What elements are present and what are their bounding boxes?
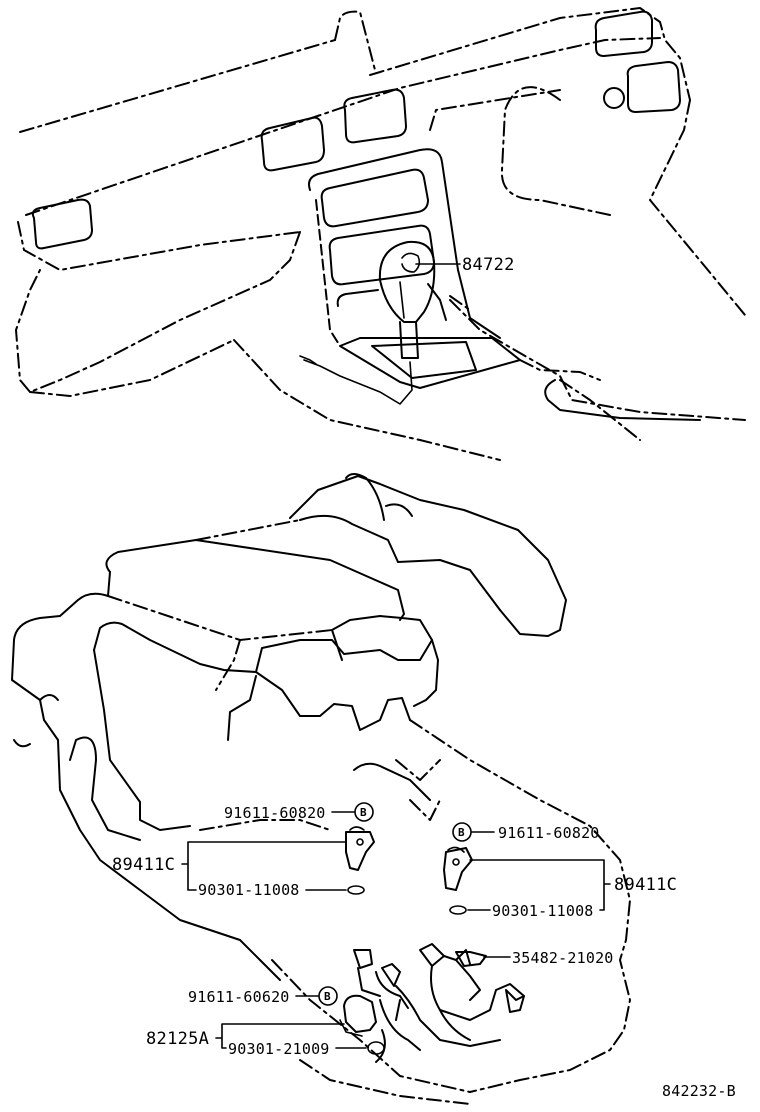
oring-right-illustration [449,905,467,915]
part-label-82125a: 82125A [146,1029,209,1049]
part-label-84722: 84722 [462,255,515,275]
part-label-90301-11008-left: 90301-11008 [198,881,300,899]
dashboard-illustration [15,7,746,461]
part-label-89411c-right: 89411C [614,875,677,895]
part-label-91611-60820-right: 91611-60820 [498,824,600,842]
wiring-harness-illustration [353,943,525,1063]
b-badge-1: B [354,802,374,822]
part-label-90301-21009: 90301-21009 [228,1040,330,1058]
svg-text:B: B [458,826,465,839]
part-label-91611-60620: 91611-60620 [188,988,290,1006]
cam-sensor-left-illustration [345,826,375,871]
crank-sensor-illustration [339,994,377,1037]
bracket-89411c-right [469,859,611,911]
part-label-90301-11008-right: 90301-11008 [492,902,594,920]
svg-text:B: B [360,806,367,819]
part-label-35482-21020: 35482-21020 [512,949,614,967]
oring-lower-illustration [367,1041,385,1055]
b-badge-3: B [318,986,338,1006]
shift-knob-illustration [378,240,436,359]
svg-text:B: B [324,990,331,1003]
bracket-89411c-left [181,841,347,891]
part-label-89411c-left: 89411C [112,855,175,875]
diagram-id: 842232-B [662,1082,736,1100]
part-label-91611-60820-left: 91611-60820 [224,804,326,822]
cam-sensor-right-illustration [443,846,473,891]
engine-illustration [11,473,631,1105]
bracket-82125a [215,1023,345,1049]
b-badge-2: B [452,822,472,842]
oring-left-illustration [347,885,365,895]
